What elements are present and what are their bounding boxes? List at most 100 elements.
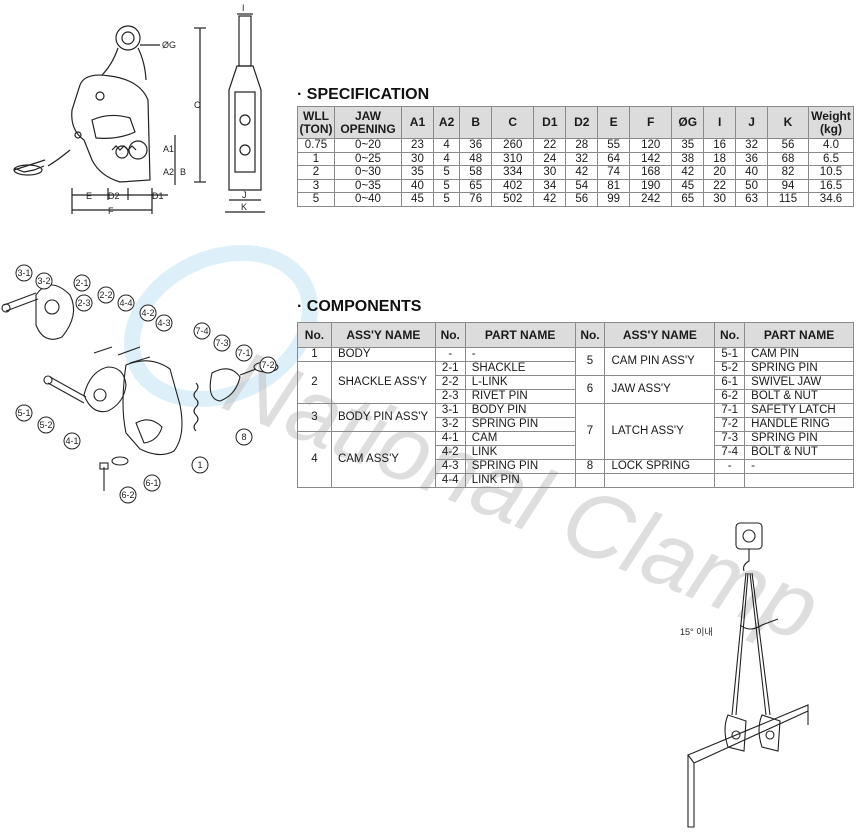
spec-header: F bbox=[629, 106, 673, 139]
spec-cell: 142 bbox=[629, 151, 673, 166]
spec-header: B bbox=[459, 106, 493, 139]
comp-cell: BODY PIN ASS'Y bbox=[330, 403, 436, 432]
spec-cell: 34.6 bbox=[808, 192, 854, 207]
comp-cell: 5-1 bbox=[714, 347, 746, 362]
spec-cell: 55 bbox=[597, 138, 631, 153]
shackle-ring bbox=[115, 25, 141, 51]
clamp-body bbox=[71, 74, 151, 183]
comp-cell: HANDLE RING bbox=[744, 417, 854, 432]
comp-cell: 6-2 bbox=[714, 389, 746, 404]
comp-cell: - bbox=[744, 459, 854, 474]
usage-illustration: 15° 이내 bbox=[680, 522, 809, 828]
dim-a1: A1 bbox=[163, 144, 174, 154]
svg-text:7-1: 7-1 bbox=[237, 348, 250, 358]
callout-4-4: 4-4 bbox=[117, 294, 135, 312]
comp-cell: LATCH ASS'Y bbox=[604, 403, 716, 460]
svg-text:2-2: 2-2 bbox=[99, 290, 112, 300]
spec-cell: 63 bbox=[735, 192, 769, 207]
spec-cell: 34 bbox=[533, 178, 567, 193]
comp-cell: BODY bbox=[330, 347, 436, 362]
callout-4-1: 4-1 bbox=[63, 432, 81, 450]
comp-cell: 3 bbox=[297, 403, 332, 432]
callout-3-2: 3-2 bbox=[35, 272, 53, 290]
comp-cell: 7 bbox=[574, 403, 606, 460]
dim-i: I bbox=[242, 3, 245, 13]
callout-5-1: 5-1 bbox=[15, 404, 33, 422]
spec-cell: 0~40 bbox=[334, 192, 402, 207]
comp-cell: 5 bbox=[574, 347, 606, 376]
svg-text:6-2: 6-2 bbox=[121, 490, 134, 500]
comp-cell: BOLT & NUT bbox=[744, 389, 854, 404]
spec-cell: 5 bbox=[297, 192, 335, 207]
spec-cell: 120 bbox=[629, 138, 673, 153]
spec-cell: 81 bbox=[597, 178, 631, 193]
callout-4-2: 4-2 bbox=[139, 304, 157, 322]
callout-6-2: 6-2 bbox=[119, 486, 137, 504]
comp-cell: SPRING PIN bbox=[464, 459, 576, 474]
spec-cell: 0~35 bbox=[334, 178, 402, 193]
spec-cell: 56 bbox=[565, 192, 599, 207]
spec-cell: 242 bbox=[629, 192, 673, 207]
spec-cell: 2 bbox=[297, 165, 335, 180]
spec-cell: 42 bbox=[671, 165, 705, 180]
comp-cell: 4-2 bbox=[434, 445, 466, 460]
callout-7-4: 7-4 bbox=[193, 322, 211, 340]
dim-d2: D2 bbox=[108, 191, 120, 201]
dim-f: F bbox=[108, 206, 114, 216]
spec-cell: 45 bbox=[671, 178, 705, 193]
spec-header: K bbox=[767, 106, 809, 139]
spec-cell: 22 bbox=[533, 138, 567, 153]
spec-cell: 82 bbox=[767, 165, 809, 180]
callout-7-1: 7-1 bbox=[235, 344, 253, 362]
dim-j: J bbox=[242, 190, 247, 200]
comp-cell: 6-1 bbox=[714, 375, 746, 390]
spec-cell: 56 bbox=[767, 138, 809, 153]
spec-cell: 502 bbox=[491, 192, 535, 207]
comp-header: No. bbox=[574, 322, 606, 348]
svg-text:1: 1 bbox=[197, 460, 202, 470]
exploded-view-drawing: 3-1 3-2 2-1 2-2 2-3 4-4 4-2 4-3 7-4 7-3 … bbox=[1, 264, 279, 504]
spec-cell: 58 bbox=[459, 165, 493, 180]
comp-cell: 3-1 bbox=[434, 403, 466, 418]
spec-cell: 40 bbox=[735, 165, 769, 180]
dim-c: C bbox=[194, 100, 201, 110]
comp-cell: 7-1 bbox=[714, 403, 746, 418]
comp-cell: JAW ASS'Y bbox=[604, 375, 716, 404]
comp-cell: L-LINK bbox=[464, 375, 576, 390]
spec-cell: 35 bbox=[401, 165, 434, 180]
spec-cell: 16.5 bbox=[808, 178, 854, 193]
spec-cell: 5 bbox=[432, 192, 461, 207]
spec-cell: 48 bbox=[459, 151, 493, 166]
comp-cell: LINK PIN bbox=[464, 473, 576, 488]
callout-7-3: 7-3 bbox=[213, 334, 231, 352]
callout-6-1: 6-1 bbox=[143, 474, 161, 492]
svg-text:4-3: 4-3 bbox=[157, 318, 170, 328]
comp-cell: 4-1 bbox=[434, 431, 466, 446]
callout-2-3: 2-3 bbox=[75, 294, 93, 312]
svg-text:7-3: 7-3 bbox=[215, 338, 228, 348]
spec-cell: 40 bbox=[401, 178, 434, 193]
comp-cell: 1 bbox=[297, 347, 332, 362]
spec-cell: 68 bbox=[767, 151, 809, 166]
comp-header: No. bbox=[297, 322, 332, 348]
svg-text:5-1: 5-1 bbox=[17, 408, 30, 418]
comp-cell: 4-3 bbox=[434, 459, 466, 474]
comp-cell: 4-4 bbox=[434, 473, 466, 488]
comp-cell: 4 bbox=[297, 431, 332, 488]
svg-text:3-2: 3-2 bbox=[37, 276, 50, 286]
clamp-side-drawing: I J K bbox=[225, 3, 265, 213]
components-title: · COMPONENTS bbox=[297, 298, 422, 315]
comp-cell: CAM PIN ASS'Y bbox=[604, 347, 716, 376]
comp-header: PART NAME bbox=[464, 322, 576, 348]
dim-b: B bbox=[180, 167, 186, 177]
spec-header: WLL(TON) bbox=[297, 106, 335, 139]
svg-text:5-2: 5-2 bbox=[39, 420, 52, 430]
spec-header: A1 bbox=[401, 106, 434, 139]
